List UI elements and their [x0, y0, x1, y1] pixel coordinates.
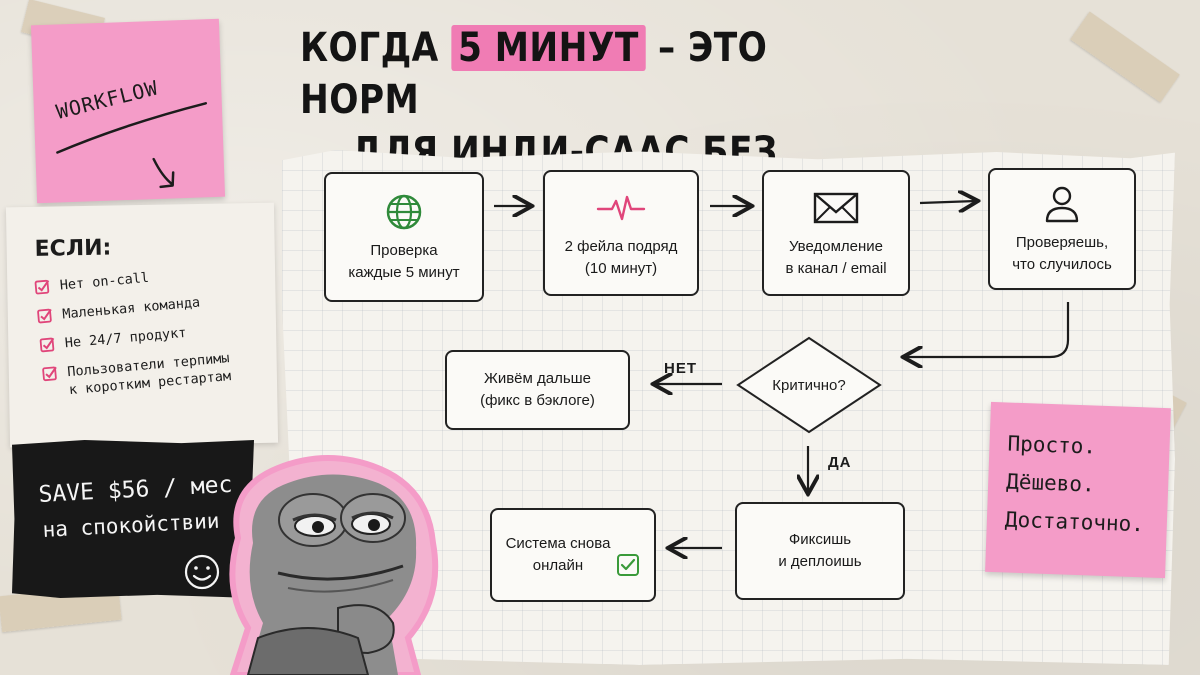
- checkbox-checked-icon: [34, 279, 50, 295]
- condition-item: Пользователи терпимы к коротким рестарта…: [41, 345, 283, 402]
- checkbox-checked-icon: [39, 337, 55, 353]
- flow-decision: Критично?: [735, 335, 883, 435]
- arrow-investigate-to-decision: [905, 302, 1070, 357]
- decision-label: Критично?: [772, 376, 846, 394]
- envelope-icon: [812, 186, 860, 230]
- flow-step-investigate: Проверяешь, что случилось: [988, 168, 1136, 290]
- flow-online-box: Система снова онлайн: [490, 508, 656, 602]
- flow-no-box: Живём дальше (фикс в бэклоге): [445, 350, 630, 430]
- arrow-label-yes: ДА: [828, 454, 852, 471]
- arrow-label-no: НЕТ: [664, 360, 697, 377]
- condition-item: Не 24/7 продукт: [38, 316, 279, 355]
- flow-no-label: Живём дальше (фикс в бэклоге): [480, 370, 595, 409]
- flow-step-label: 2 фейла подряд (10 минут): [564, 238, 678, 277]
- workflow-sticky-note: WORKFLOW: [30, 18, 226, 204]
- flow-fix-label: Фиксишь и деплоишь: [778, 531, 862, 570]
- save-card: SAVE $56 / мес на спокойствии: [12, 440, 254, 598]
- smiley-icon: [184, 554, 220, 590]
- title-part2: – ЭТО НОРМ: [300, 25, 768, 123]
- flow-step-notify: Уведомление в канал / email: [762, 170, 910, 296]
- flow-step-label: Проверяешь, что случилось: [1012, 234, 1112, 273]
- user-icon: [1042, 182, 1082, 226]
- summary-line: Достаточно.: [1004, 507, 1145, 537]
- conditions-note: ЕСЛИ: Нет on-call Маленькая команда Не 2…: [5, 202, 279, 448]
- title-part1: КОГДА: [300, 25, 439, 71]
- title-highlight: 5 МИНУТ: [451, 25, 646, 71]
- summary-line: Просто.: [1007, 431, 1097, 459]
- condition-item: Нет on-call: [33, 258, 274, 297]
- decision-diamond-icon: [736, 336, 882, 434]
- flow-step-fails: 2 фейла подряд (10 минут): [543, 170, 699, 296]
- flow-online-label: Система снова онлайн: [505, 535, 611, 574]
- arrow-notify-to-investigate: [919, 201, 976, 203]
- flow-step-label: Уведомление в канал / email: [785, 238, 887, 277]
- frog-illustration: [229, 455, 439, 675]
- checkbox-checked-icon: [37, 308, 52, 324]
- check-icon: [617, 554, 640, 576]
- flow-step-check: Проверка каждые 5 минут: [324, 172, 484, 302]
- flow-fix-box: Фиксишь и деплоишь: [735, 502, 905, 600]
- summary-line: Дёшево.: [1005, 469, 1096, 497]
- checkbox-checked-icon: [42, 366, 57, 382]
- conditions-list: Нет on-call Маленькая команда Не 24/7 пр…: [33, 258, 284, 412]
- globe-icon: [384, 190, 424, 234]
- summary-sticky-note: Просто. Дёшево. Достаточно.: [985, 401, 1171, 579]
- flow-step-label: Проверка каждые 5 минут: [348, 242, 460, 281]
- pulse-icon: [596, 186, 646, 230]
- condition-item: Маленькая команда: [36, 287, 277, 326]
- workflow-underline-icon: [56, 102, 208, 189]
